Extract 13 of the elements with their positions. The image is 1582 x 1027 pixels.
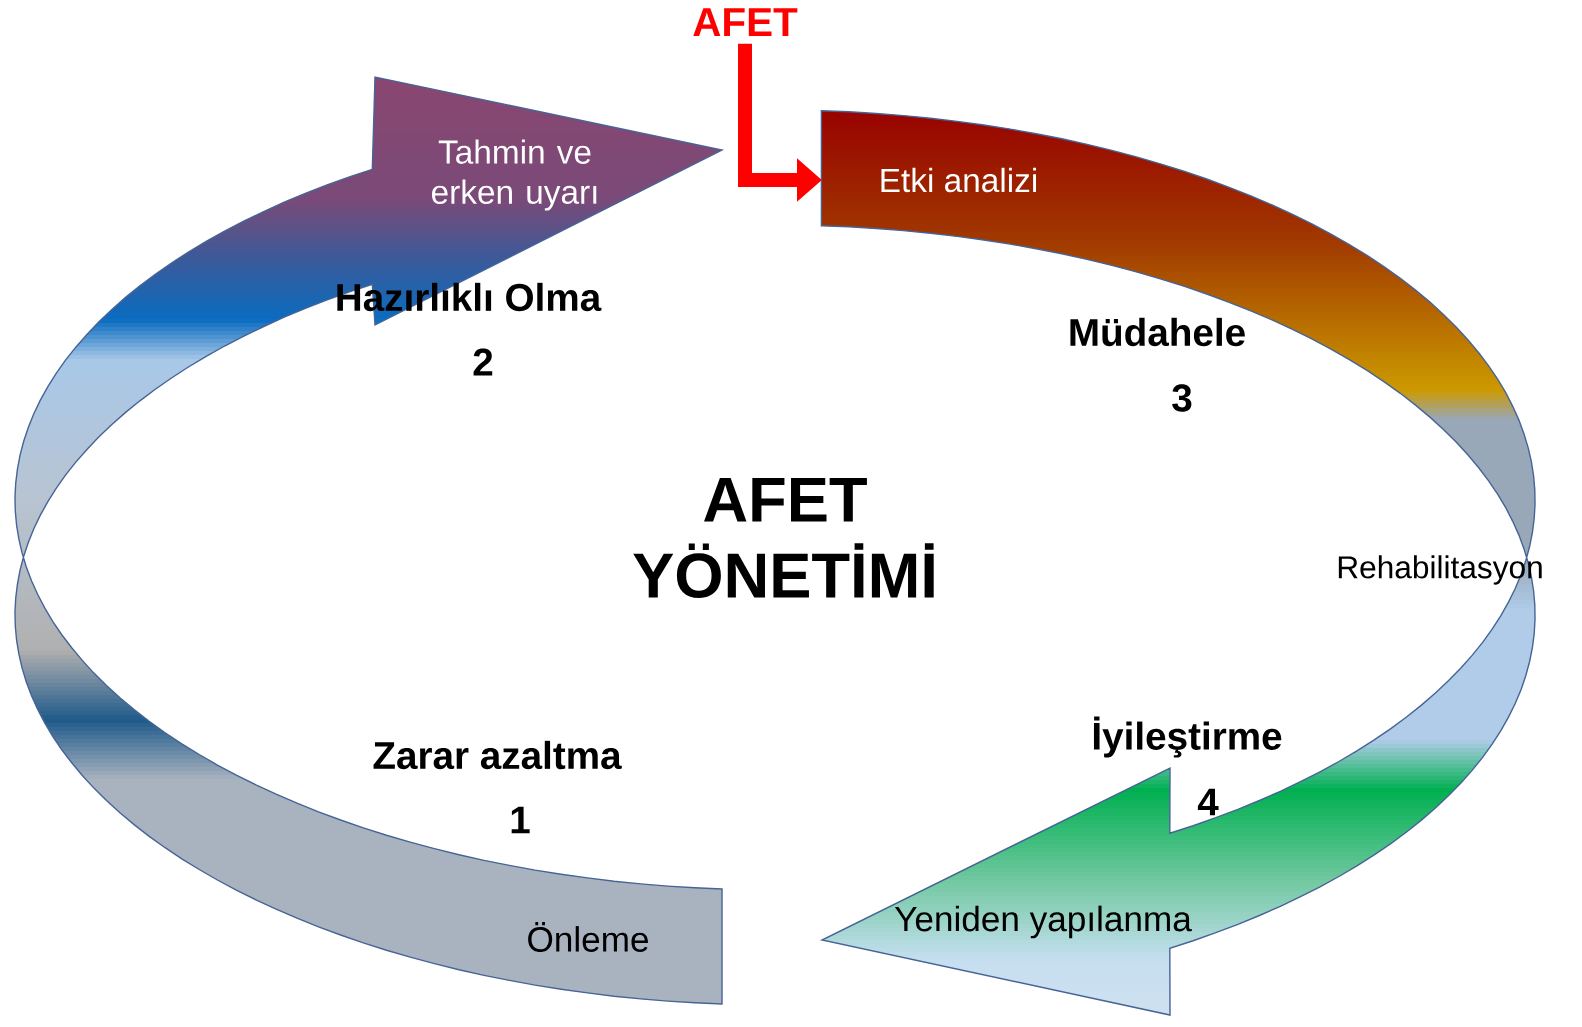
phase-label: Etki analizi (881, 167, 1036, 193)
phase-label: Yeniden yapılanma (894, 905, 1192, 939)
center-title: AFET YÖNETİMİ (633, 477, 934, 598)
phase-number: 3 (1172, 384, 1192, 412)
phase-label: Tahmin ve erken uyarı (432, 139, 597, 211)
phase-number: 2 (473, 348, 493, 376)
disaster-label: AFET (693, 8, 798, 36)
phase-number: 4 (1197, 788, 1219, 816)
phase-heading: Müdahele (1070, 317, 1245, 347)
phase-heading: Zarar azaltma (373, 740, 622, 770)
phase-heading: İyileştirme (1093, 716, 1282, 758)
phase-number: 1 (511, 806, 530, 834)
phase-label: Önleme (528, 922, 648, 952)
